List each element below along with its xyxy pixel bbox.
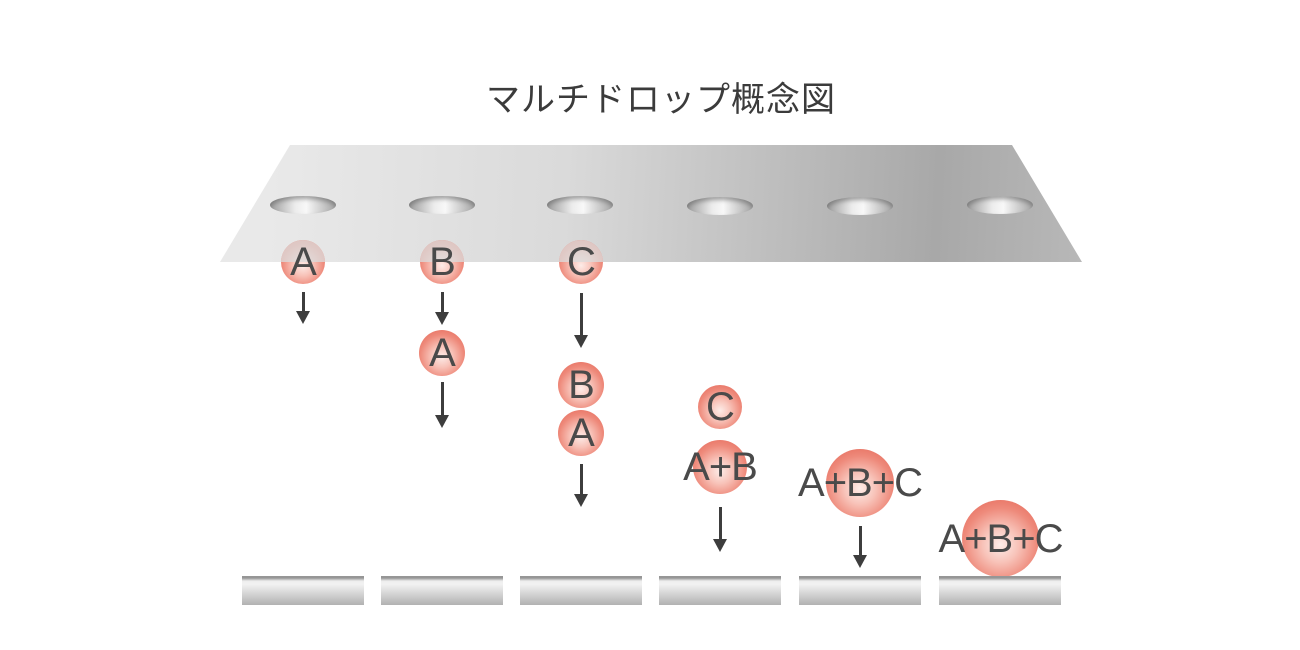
arrow-head bbox=[435, 415, 449, 428]
droplet-a-falling-col2: A bbox=[419, 330, 465, 376]
droplet-label: C bbox=[567, 240, 596, 284]
arrow-head bbox=[574, 494, 588, 507]
droplet-label: A bbox=[429, 331, 456, 375]
substrate-bar-6 bbox=[939, 576, 1061, 605]
droplet-abc-deposited: A+B+C bbox=[939, 500, 1063, 577]
down-arrow-icon bbox=[853, 526, 867, 568]
droplet-label: A+B+C bbox=[938, 516, 1064, 561]
droplet-label: B bbox=[429, 240, 456, 284]
arrow-shaft bbox=[858, 526, 862, 555]
arrow-head bbox=[713, 539, 727, 552]
droplet-c-falling-col4: C bbox=[698, 385, 742, 429]
down-arrow-icon bbox=[713, 507, 727, 552]
arrow-head bbox=[574, 335, 588, 348]
nozzle-hole-2 bbox=[409, 196, 475, 214]
down-arrow-icon bbox=[574, 464, 588, 507]
down-arrow-icon bbox=[435, 292, 449, 325]
droplet-abc-merged: A+B+C bbox=[798, 449, 923, 517]
nozzle-hole-5 bbox=[827, 197, 893, 215]
arrow-shaft bbox=[718, 507, 722, 539]
droplet-label: C bbox=[706, 385, 735, 429]
droplet-label: A+B+C bbox=[798, 461, 923, 505]
droplet-a-at-plate: A bbox=[281, 240, 325, 284]
nozzle-hole-4 bbox=[687, 197, 753, 215]
droplet-label: A bbox=[568, 411, 595, 455]
nozzle-hole-6 bbox=[967, 196, 1033, 214]
substrate-bar-2 bbox=[381, 576, 503, 605]
nozzle-hole-3 bbox=[547, 196, 613, 214]
substrate-bar-3 bbox=[520, 576, 642, 605]
droplet-label: A+B bbox=[683, 445, 758, 489]
droplet-b-at-plate: B bbox=[420, 240, 464, 284]
down-arrow-icon bbox=[296, 292, 310, 324]
droplet-b-falling-col3: B bbox=[558, 362, 604, 408]
droplet-label: A bbox=[290, 240, 317, 284]
nozzle-plate bbox=[220, 145, 1082, 262]
droplet-a-falling-col3: A bbox=[558, 410, 604, 456]
arrow-head bbox=[853, 555, 867, 568]
nozzle-hole-1 bbox=[270, 196, 336, 214]
arrow-shaft bbox=[440, 292, 444, 312]
arrow-head bbox=[296, 311, 310, 324]
droplet-c-at-plate: C bbox=[559, 240, 603, 284]
diagram-title: マルチドロップ概念図 bbox=[486, 81, 836, 119]
droplet-label: B bbox=[568, 363, 595, 407]
substrate-bar-5 bbox=[799, 576, 921, 605]
down-arrow-icon bbox=[435, 382, 449, 428]
substrate-bar-4 bbox=[659, 576, 781, 605]
arrow-shaft bbox=[440, 382, 444, 415]
arrow-shaft bbox=[579, 464, 583, 494]
down-arrow-icon bbox=[574, 293, 588, 348]
arrow-head bbox=[435, 312, 449, 325]
substrate-bar-1 bbox=[242, 576, 364, 605]
arrow-shaft bbox=[301, 292, 305, 311]
droplet-ab-merged: A+B bbox=[683, 440, 758, 494]
arrow-shaft bbox=[579, 293, 583, 335]
